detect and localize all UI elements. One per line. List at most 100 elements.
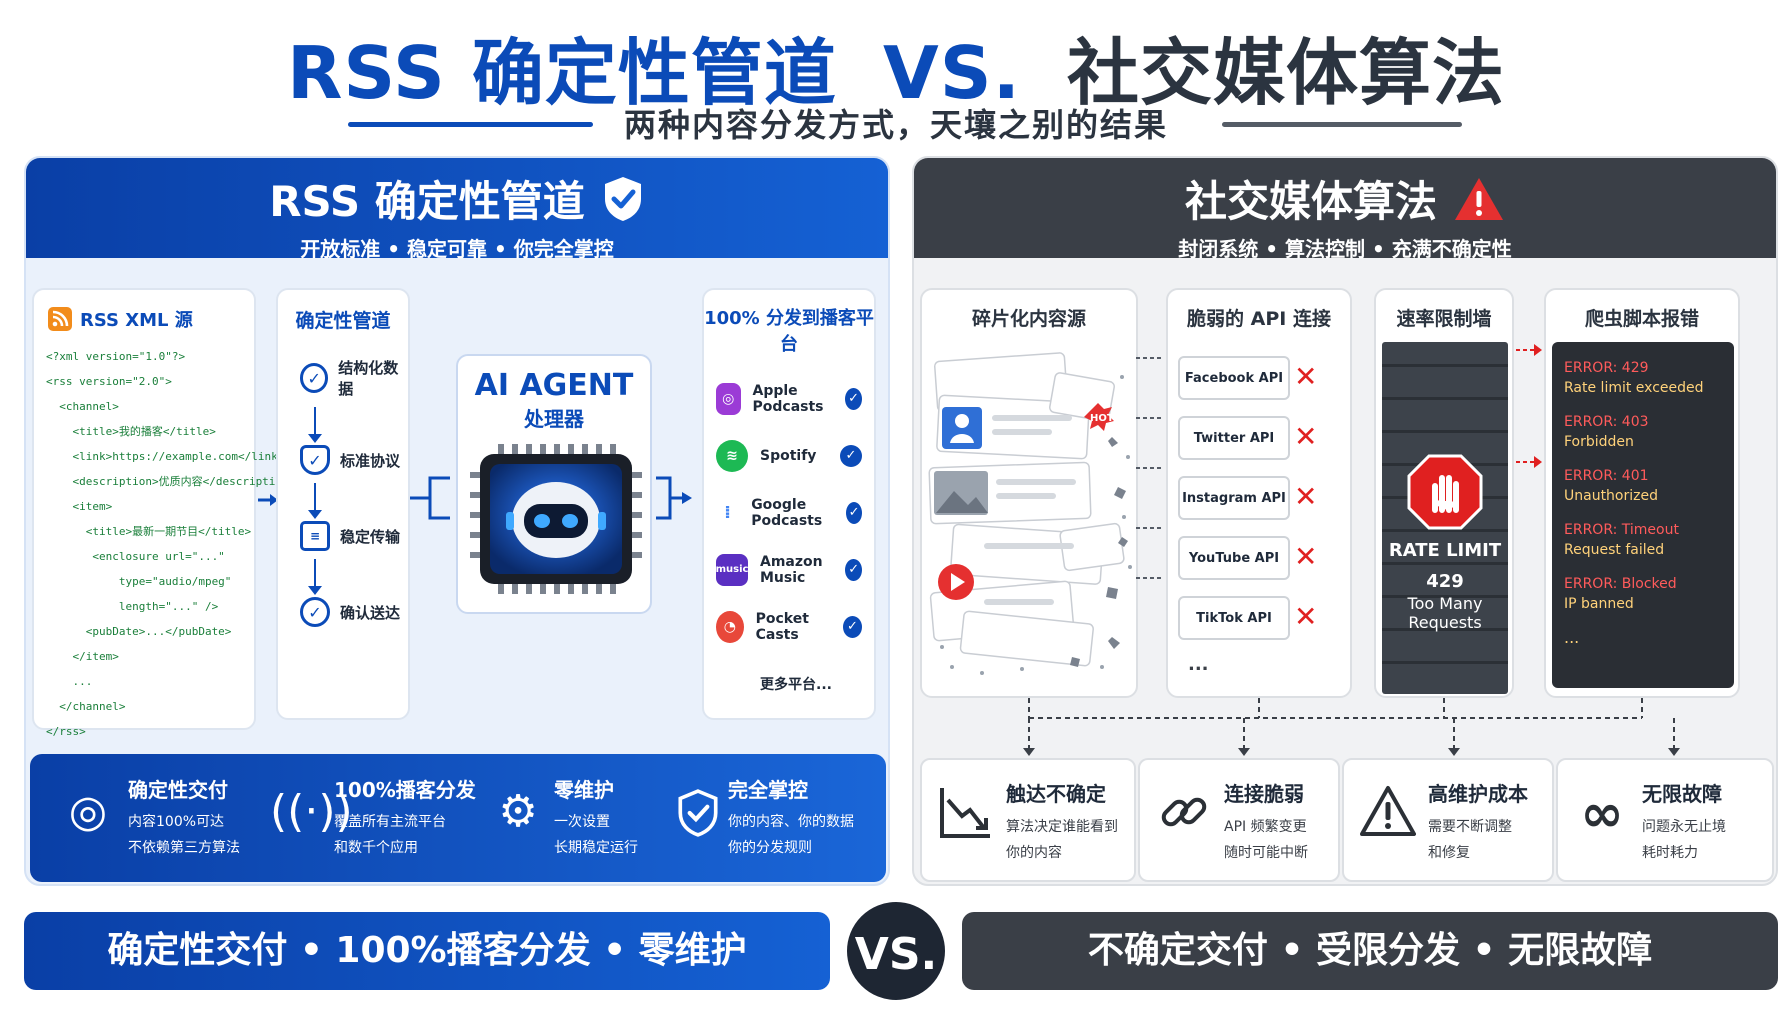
- broken-connection-icon: ✕: [1294, 600, 1318, 633]
- amazon-music-icon: music: [716, 553, 748, 586]
- problem-desc: 和修复: [1428, 845, 1470, 861]
- problem-desc: 随时可能中断: [1224, 845, 1308, 861]
- api-more: ...: [1188, 654, 1209, 675]
- platform-row-google-podcasts: ⁞Google Podcasts✓: [704, 484, 874, 541]
- rss-panel: RSS 确定性管道 开放标准 • 稳定可靠 • 你完全掌控 RSS XML 源 …: [24, 156, 890, 886]
- vs-badge: VS.: [843, 898, 949, 1004]
- spotify-icon: ≋: [716, 439, 748, 472]
- social-panel-tagline: 封闭系统 • 算法控制 • 充满不确定性: [1178, 237, 1512, 261]
- broken-connection-icon: ✕: [1294, 480, 1318, 513]
- code-line: <description>优质内容</description>: [46, 475, 296, 488]
- terminal-more: ...: [1564, 628, 1580, 647]
- code-line: </channel>: [46, 700, 126, 713]
- ai-agent-subtitle: 处理器: [524, 407, 584, 431]
- platform-label: Amazon Music: [760, 553, 823, 586]
- benefit-item: ((·)) 100%播客分发 覆盖所有主流平台和数千个应用: [270, 774, 480, 861]
- code-line: length="..." />: [46, 600, 219, 613]
- platform-row-spotify: ≋Spotify✓: [704, 427, 874, 484]
- problem-title: 连接脆弱: [1224, 782, 1304, 806]
- check-icon: ✓: [840, 444, 862, 467]
- rate-limit-card: 速率限制墙 RATE LIMIT 429 Too Many Requests: [1374, 288, 1514, 698]
- code-line: <title>最新一期节目</title>: [46, 525, 252, 538]
- pipeline-step-label: 确认送达: [340, 603, 401, 622]
- check-icon: ✓: [845, 387, 863, 410]
- brick-wall: RATE LIMIT 429 Too Many Requests: [1382, 342, 1508, 694]
- down-arrow-icon: [308, 407, 322, 443]
- rate-limit-title: 速率限制墙: [1396, 308, 1492, 330]
- problem-desc: 问题永无止境: [1642, 819, 1726, 835]
- api-twitter: Twitter API: [1178, 416, 1290, 460]
- rss-xml-code: <?xml version="1.0"?><rss version="2.0">…: [46, 344, 296, 744]
- main-title-left: RSS 确定性管道: [286, 31, 837, 115]
- broadcast-icon: ((·)): [270, 786, 353, 837]
- rate-limit-desc1: Too Many: [1407, 594, 1483, 613]
- code-line: </rss>: [46, 725, 86, 738]
- wall-to-crawler-arrows: [1516, 344, 1542, 468]
- api-facebook: Facebook API: [1178, 356, 1290, 400]
- pipeline-to-agent-connector: [410, 476, 450, 520]
- pipeline-step-label: 稳定传输: [340, 527, 401, 546]
- problem-title: 无限故障: [1642, 782, 1722, 806]
- server-icon: ≡: [300, 521, 330, 551]
- crawler-title: 爬虫脚本报错: [1584, 308, 1699, 330]
- pocket-casts-icon: ◔: [716, 610, 744, 643]
- agent-to-platforms-connector: [656, 476, 692, 520]
- shield-check-icon: [670, 784, 726, 840]
- problem-item: 高维护成本 需要不断调整和修复: [1342, 758, 1554, 882]
- pipeline-step-label: 标准协议: [340, 451, 401, 470]
- platform-label: Pocket Casts: [755, 610, 809, 643]
- platforms-title: 100% 分发到播客平台: [704, 308, 874, 355]
- rate-limit-code: 429: [1426, 571, 1464, 592]
- platform-label: Apple Podcasts: [752, 382, 824, 415]
- code-line: <channel>: [46, 400, 119, 413]
- code-line: <?xml version="1.0"?>: [46, 350, 186, 363]
- platform-label: Google Podcasts: [751, 496, 823, 529]
- target-icon: ◎: [68, 786, 108, 837]
- code-line: type="audio/mpeg": [46, 575, 232, 588]
- main-title-vs: VS.: [883, 31, 1021, 115]
- problem-desc: 需要不断调整: [1428, 819, 1512, 835]
- code-line: <enclosure url="...": [46, 550, 225, 563]
- columns-to-problems-connectors: [1023, 698, 1680, 756]
- code-line: <item>: [46, 500, 113, 513]
- benefit-item: 完全掌控 你的内容、你的数据你的分发规则: [670, 774, 880, 861]
- benefit-desc: 内容100%可达: [128, 814, 225, 830]
- api-youtube: YouTube API: [1178, 536, 1290, 580]
- infinity-icon: ∞: [1580, 784, 1624, 844]
- benefits-bar: ◎ 确定性交付 内容100%可达不依赖第三方算法 ((·)) 100%播客分发 …: [30, 754, 886, 882]
- main-title: RSS 确定性管道 VS. 社交媒体算法: [0, 14, 1792, 119]
- benefit-desc: 长期稳定运行: [554, 840, 638, 856]
- pipeline-step: ✓结构化数据: [300, 357, 408, 399]
- rss-panel-header: RSS 确定性管道 开放标准 • 稳定可靠 • 你完全掌控: [26, 158, 888, 261]
- fragmented-to-api-connectors: [1136, 357, 1162, 579]
- api-title: 脆弱的 API 连接: [1187, 308, 1331, 330]
- check-circle-icon: ✓: [300, 597, 330, 627]
- benefit-desc: 一次设置: [554, 814, 610, 830]
- fragmented-posts-illustration: HOT: [928, 352, 1132, 675]
- api-tiktok: TikTok API: [1178, 596, 1290, 640]
- footer-right-summary: 不确定交付 • 受限分发 • 无限故障: [962, 912, 1778, 990]
- check-icon: ✓: [845, 558, 862, 581]
- rss-panel-tagline: 开放标准 • 稳定可靠 • 你完全掌控: [300, 237, 614, 261]
- benefit-desc: 不依赖第三方算法: [128, 840, 240, 856]
- ai-agent-card: AI AGENT 处理器: [456, 354, 652, 614]
- stop-hand-icon: [1407, 454, 1483, 530]
- benefit-title: 零维护: [554, 778, 614, 802]
- check-circle-icon: ✓: [300, 363, 329, 393]
- code-line: <link>https://example.com</link>: [46, 450, 285, 463]
- problem-title: 高维护成本: [1428, 782, 1528, 806]
- warning-triangle-icon: [1358, 784, 1418, 844]
- benefit-item: ◎ 确定性交付 内容100%可达不依赖第三方算法: [60, 774, 270, 861]
- rss-source-title: RSS XML 源: [80, 310, 193, 331]
- pipeline-step: ✓标准协议: [300, 445, 408, 475]
- benefit-item: ⚙ 零维护 一次设置长期稳定运行: [490, 774, 660, 861]
- ai-agent-title: AI AGENT: [474, 368, 634, 403]
- broken-connection-icon: ✕: [1294, 540, 1318, 573]
- code-line: </item>: [46, 650, 119, 663]
- problem-item: ∞ 无限故障 问题永无止境耗时耗力: [1556, 758, 1774, 882]
- gear-icon: ⚙: [498, 786, 538, 837]
- problem-item: 触达不确定 算法决定谁能看到你的内容: [920, 758, 1136, 882]
- benefit-title: 完全掌控: [728, 778, 808, 802]
